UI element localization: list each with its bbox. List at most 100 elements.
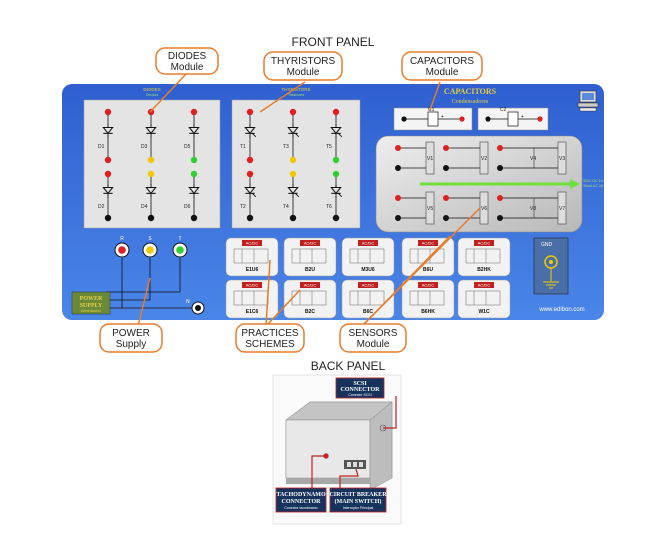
terminal-icon	[147, 156, 155, 164]
svg-text:CONNECTOR: CONNECTOR	[341, 387, 381, 393]
scheme-label: B6HK	[421, 309, 435, 315]
svg-text:V8: V8	[530, 206, 536, 212]
svg-text:AC/DC: AC/DC	[478, 283, 491, 288]
terminal-icon	[289, 170, 297, 178]
phase-r-terminal: R	[114, 236, 130, 258]
callout-thyristors: THYRISTORS Module	[263, 51, 343, 81]
scheme-label: E1C6	[246, 309, 259, 315]
svg-text:AC/DC: AC/DC	[304, 241, 317, 246]
website-label: www.edibon.com	[538, 307, 584, 313]
terminal-icon	[147, 214, 155, 222]
back-leaders	[311, 396, 397, 488]
svg-text:SCSI: SCSI	[353, 381, 367, 387]
diode-label: D6	[184, 204, 191, 210]
svg-text:T: T	[178, 236, 181, 242]
terminal-icon	[289, 108, 297, 116]
sensor-v5: V5	[395, 191, 435, 225]
sensor-v7: V7 V8	[497, 191, 567, 225]
thyristor-label: T6	[326, 204, 332, 210]
capacitor-c2-label: C2	[500, 107, 507, 113]
terminal-icon	[497, 195, 503, 201]
svg-text:Module: Module	[171, 62, 204, 73]
scheme-label: B6U	[423, 267, 433, 273]
svg-text:DIODES: DIODES	[168, 51, 207, 62]
phase-t-terminal: T	[172, 236, 188, 258]
diodes-panel-label: DIODES	[143, 87, 160, 92]
capacitor-c1-label: C1	[428, 107, 435, 113]
practice-schemes-module: AC/DCE1U6AC/DCB2UAC/DCM3U6AC/DCB6UAC/DCB…	[225, 237, 511, 319]
terminal-icon	[104, 108, 112, 116]
terminal-icon	[147, 170, 155, 178]
svg-text:Conector tacodinamo: Conector tacodinamo	[284, 506, 317, 510]
svg-text:V1: V1	[427, 156, 433, 162]
thyristor-label: T4	[283, 204, 289, 210]
thyristor-t4: T4	[283, 170, 299, 222]
callout-sensors: SENSORS Module	[339, 323, 407, 353]
scheme-label: E1U6	[246, 267, 259, 273]
scheme-card-m3u6: AC/DC M3U6	[341, 237, 395, 277]
terminal-icon	[104, 214, 112, 222]
thyristor-t5: T5	[326, 108, 342, 164]
thyristor-label: T1	[240, 144, 246, 150]
terminal-icon	[190, 108, 198, 116]
svg-text:TACHODYNAMO: TACHODYNAMO	[276, 492, 326, 498]
diode-d1: D1	[98, 108, 114, 164]
sensor-v6: V6	[443, 191, 489, 225]
terminal-icon	[289, 214, 297, 222]
terminal-icon	[395, 165, 401, 171]
terminal-icon	[395, 195, 401, 201]
svg-text:AC/DC: AC/DC	[246, 283, 259, 288]
terminal-icon	[497, 165, 503, 171]
diode-d6: D6	[184, 170, 200, 222]
diode-d4: D4	[141, 170, 157, 222]
svg-text:V3: V3	[559, 156, 565, 162]
diode-d3: D3	[141, 108, 157, 164]
svg-text:+: +	[521, 114, 524, 120]
terminal-icon	[443, 165, 449, 171]
callout-leaders	[137, 71, 481, 327]
terminal-icon	[246, 156, 254, 164]
svg-text:CIRCUIT BREAKER: CIRCUIT BREAKER	[329, 492, 387, 498]
svg-text:AC/DC: AC/DC	[362, 241, 375, 246]
svg-text:Interruptor Principal: Interruptor Principal	[343, 506, 374, 510]
svg-text:V7: V7	[559, 206, 565, 212]
diode-d2: D2	[98, 170, 114, 222]
sensor-v1: V1	[395, 141, 435, 175]
svg-text:Supply: Supply	[116, 339, 147, 350]
diode-label: D4	[141, 204, 148, 210]
terminal-icon	[190, 170, 198, 178]
svg-text:R: R	[120, 236, 124, 242]
thyristors-panel-label: THYRISTORS	[282, 87, 311, 92]
terminal-icon	[332, 156, 340, 164]
terminal-icon	[443, 215, 449, 221]
tachodynamo-connector-label: TACHODYNAMO CONNECTOR Conector tacodinam…	[275, 487, 327, 513]
thyristor-label: T3	[283, 144, 289, 150]
svg-text:POWER: POWER	[112, 328, 150, 339]
scsi-connector-label: SCSI CONNECTOR Conector SCSI	[335, 377, 385, 399]
svg-text:Module: Module	[287, 67, 320, 78]
front-panel-title: FRONT PANEL	[292, 35, 375, 49]
terminal-icon	[190, 156, 198, 164]
callout-practices-schemes: PRACTICES SCHEMES	[235, 323, 305, 353]
svg-text:V5: V5	[427, 206, 433, 212]
diode-label: D2	[98, 204, 105, 210]
diode-d5: D5	[184, 108, 200, 164]
scheme-label: W1C	[478, 309, 490, 315]
sensor-note-2: 30mA AC 1A	[583, 184, 604, 188]
terminal-icon	[332, 108, 340, 116]
phase-n-label: N	[186, 299, 190, 305]
terminal-icon	[104, 170, 112, 178]
power-supply-label-2: SUPPLY	[80, 303, 103, 309]
svg-text:SCHEMES: SCHEMES	[245, 339, 295, 350]
svg-text:S: S	[148, 236, 152, 242]
svg-text:V4: V4	[530, 156, 536, 162]
svg-text:AC/DC: AC/DC	[422, 241, 435, 246]
diode-label: D1	[98, 144, 105, 150]
thyristor-label: T2	[240, 204, 246, 210]
scheme-label: M3U6	[361, 267, 375, 273]
